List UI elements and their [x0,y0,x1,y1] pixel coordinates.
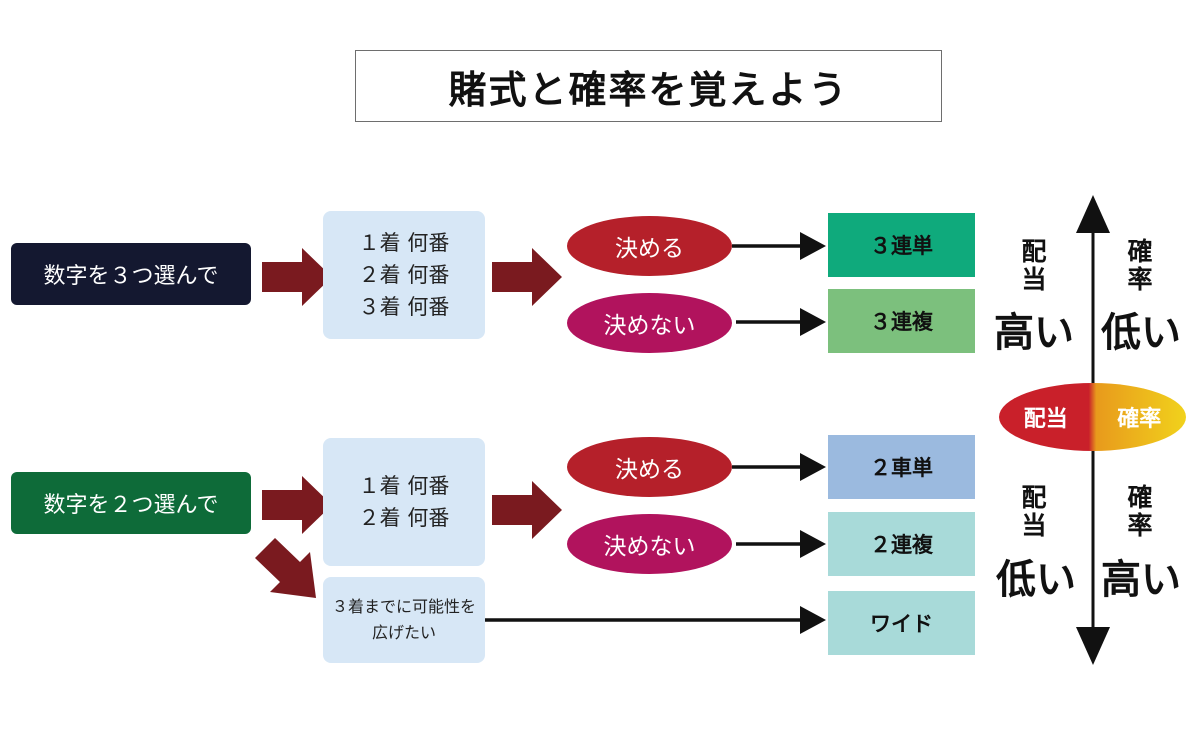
decide-oval-3: 決める [567,216,732,276]
center-right-label: 確率 [1117,407,1162,432]
scale-bottom-left-label: 配当 [1018,484,1050,540]
block-arrow-2b [492,481,562,539]
result-wide: ワイド [828,591,975,655]
scale-top-left-value: 高い [994,310,1074,356]
scale-arrow-up [1076,195,1110,233]
position-line: ２着 何番 [358,506,450,530]
page-title: 賭式と確率を覚えよう [355,50,942,122]
extra-box: ３着までに可能性を広げたい [323,577,485,663]
scale-arrow-down [1076,627,1110,665]
center-left-label: 配当 [1023,407,1068,432]
position-line: ２着 何番 [358,263,450,287]
scale-top-right-label: 確率 [1124,238,1156,294]
scale-bottom-right-value: 高い [1101,557,1181,603]
scale-label-text: 確率 [1127,237,1153,294]
scale-label-text: 配当 [1021,237,1047,294]
position-line: １着 何番 [358,474,450,498]
scale-label-text: 配当 [1021,483,1047,540]
positions-box-3: １着 何番 ２着 何番 ３着 何番 [323,211,485,339]
scale-center-ellipse: 配当 確率 [999,383,1186,451]
result-3renpuku: ３連複 [828,289,975,353]
start-box-2: 数字を２つ選んで [11,472,251,534]
scale-bottom-right-label: 確率 [1124,484,1156,540]
result-2shatan: ２車単 [828,435,975,499]
position-line: １着 何番 [358,231,450,255]
not-decide-oval-3: 決めない [567,293,732,353]
scale-label-text: 確率 [1127,483,1153,540]
block-arrow-2c [255,538,316,598]
scale-top-left-label: 配当 [1018,238,1050,294]
positions-box-2: １着 何番 ２着 何番 [323,438,485,566]
block-arrow-1a [262,248,332,306]
start-box-3: 数字を３つ選んで [11,243,251,305]
position-line: ３着 何番 [358,295,450,319]
result-2renpuku: ２連複 [828,512,975,576]
block-arrow-1b [492,248,562,306]
decide-oval-2: 決める [567,437,732,497]
scale-bottom-left-value: 低い [996,557,1076,603]
not-decide-oval-2: 決めない [567,514,732,574]
block-arrow-2a [262,476,332,534]
result-3rentan: ３連単 [828,213,975,277]
scale-top-right-value: 低い [1101,310,1181,356]
